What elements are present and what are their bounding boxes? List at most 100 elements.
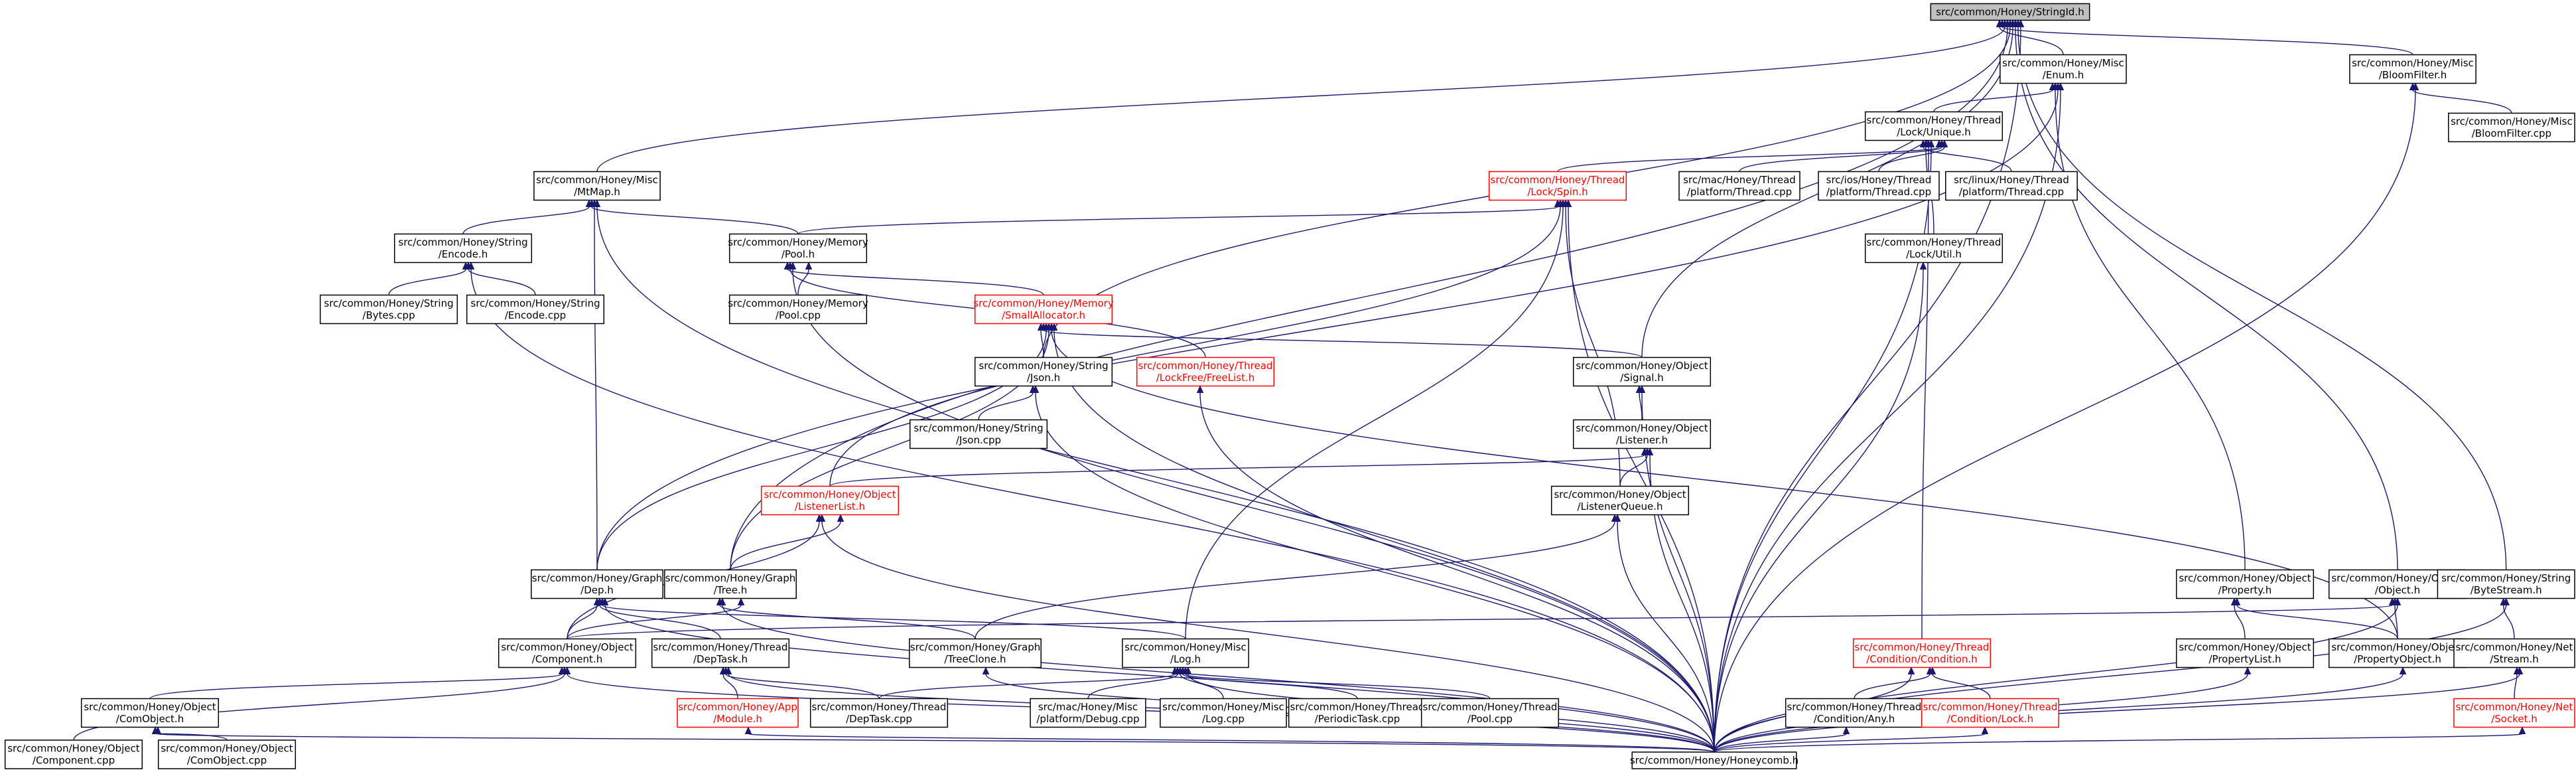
edge-line [1182,673,1358,699]
edge-honeycomb-to-stringid [1714,19,2025,753]
edge-arrowhead [1929,666,1936,674]
node-label-line: src/mac/Honey/Thread [1683,174,1796,186]
node-cond-lock[interactable]: src/common/Honey/Thread/Condition/Lock.h [1921,698,2060,728]
node-box [393,233,533,264]
edge-line [1040,330,1044,358]
node-net-stream[interactable]: src/common/Honey/Net/Stream.h [2453,638,2575,668]
node-pool-cpp[interactable]: src/common/Honey/Memory/Pool.cpp [728,294,868,325]
edge-arrowhead [2057,82,2065,90]
node-stringid[interactable]: src/common/Honey/StringId.h [1930,3,2090,21]
node-label-line: src/common/Honey/Graph [910,641,1040,653]
node-socket[interactable]: src/common/Honey/Net/Socket.h [2453,698,2575,728]
edge-line [1714,269,1924,753]
node-json-cpp[interactable]: src/common/Honey/String/Json.cpp [909,419,1048,449]
node-mac-debug[interactable]: src/mac/Honey/Misc/platform/Debug.cpp [1030,698,1146,728]
node-unique[interactable]: src/common/Honey/Thread/Lock/Unique.h [1864,111,2003,141]
edge-line [2394,605,2398,639]
node-periodictask[interactable]: src/common/Honey/Thread/PeriodicTask.cpp [1288,698,1427,728]
node-linux-thread[interactable]: src/linux/Honey/Thread/platform/Thread.c… [1945,171,2078,201]
node-propertyobject[interactable]: src/common/Honey/Object/PropertyObject.h [2328,638,2467,668]
edge-line [2503,605,2515,639]
node-bloomfilter-cpp[interactable]: src/common/Honey/Misc/BloomFilter.cpp [2448,112,2575,143]
node-listenerlist[interactable]: src/common/Honey/Object/ListenerList.h [760,485,900,516]
edge-honeycomb-to-signal [1638,385,1715,753]
node-log-h[interactable]: src/common/Honey/Misc/Log.h [1122,638,1249,668]
edge-line [388,269,466,295]
edge-arrowhead [982,666,990,674]
node-box [1930,3,2090,21]
node-cond-any[interactable]: src/common/Honey/Thread/Condition/Any.h [1785,698,1924,728]
edge-line [2015,27,2398,570]
node-label-line: src/common/Honey/Misc [2352,57,2474,69]
node-label-line: /Lock/Unique.h [1897,126,1971,138]
edge-line [462,206,590,234]
node-dep[interactable]: src/common/Honey/Graph/Dep.h [531,569,663,599]
node-label-line: src/common/Honey/String [324,297,453,309]
node-bloomfilter-h[interactable]: src/common/Honey/Misc/BloomFilter.h [2349,54,2476,84]
edge-arrowhead [1907,666,1915,674]
node-bytes-cpp[interactable]: src/common/Honey/String/Bytes.cpp [319,294,458,325]
edge-cond-any-to-condition [1854,666,1934,699]
edge-line [787,268,1044,296]
node-listener[interactable]: src/common/Honey/Object/Listener.h [1572,419,1712,449]
edge-arrowhead [818,514,826,522]
node-enum[interactable]: src/common/Honey/Misc/Enum.h [2000,54,2127,84]
edge-arrowhead [2411,82,2419,90]
node-mtmap[interactable]: src/common/Honey/Misc/MtMap.h [533,171,661,201]
node-tree[interactable]: src/common/Honey/Graph/Tree.h [664,569,797,599]
node-condition[interactable]: src/common/Honey/Thread/Condition/Condit… [1852,638,1992,668]
node-box [1420,698,1560,728]
node-smallalloc[interactable]: src/common/Honey/Memory/SmallAllocator.h [973,294,1114,325]
edge-line [594,206,598,570]
node-ios-thread[interactable]: src/ios/Honey/Thread/platform/Thread.cpp [1818,171,1940,201]
edge-honeycomb-to-listenerlist [818,514,1715,753]
edge-cond-lock-to-condition [1929,666,1991,699]
edge-honeycomb-to-comobject-h [154,726,1715,753]
node-thread-pool-cpp[interactable]: src/common/Honey/Thread/Pool.cpp [1420,698,1560,728]
node-json-h[interactable]: src/common/Honey/String/Json.h [974,356,1113,387]
node-comobject-h[interactable]: src/common/Honey/Object/ComObject.h [80,698,220,728]
node-pool-h[interactable]: src/common/Honey/Memory/Pool.h [728,233,868,264]
edge-bloomfilter-cpp-to-bloomfilter-h [2409,82,2512,114]
node-box [498,638,637,668]
node-box [1921,698,2060,728]
node-encode-cpp[interactable]: src/common/Honey/String/Encode.cpp [466,294,605,325]
node-encode-h[interactable]: src/common/Honey/String/Encode.h [393,233,533,264]
node-label-line: /DepTask.h [693,653,748,665]
node-log-cpp[interactable]: src/common/Honey/Misc/Log.cpp [1160,698,1287,728]
node-lock-util[interactable]: src/common/Honey/Thread/Lock/Util.h [1864,233,2003,264]
node-signal[interactable]: src/common/Honey/Object/Signal.h [1572,356,1712,387]
node-property-h[interactable]: src/common/Honey/Object/Property.h [2175,569,2315,599]
node-module[interactable]: src/common/Honey/App/Module.h [677,698,799,728]
edges-layer [73,19,2526,753]
edge-arrowhead [2518,726,2526,734]
node-propertylist[interactable]: src/common/Honey/Object/PropertyList.h [2175,638,2315,668]
edge-deptask-cpp-to-log-h [878,666,1179,700]
edge-line [2055,90,2246,570]
node-component-h[interactable]: src/common/Honey/Object/Component.h [498,638,637,668]
node-freelist[interactable]: src/common/Honey/Thread/LockFree/FreeLis… [1136,356,1275,387]
node-label-line: src/linux/Honey/Thread [1954,174,2069,186]
node-label-line: src/common/Honey/Net [2456,701,2573,713]
node-bytestream[interactable]: src/common/Honey/String/ByteStream.h [2437,569,2575,599]
node-component-cpp[interactable]: src/common/Honey/Object/Component.cpp [4,739,143,769]
node-label-line: /Signal.h [1620,372,1663,384]
node-listenerqueue[interactable]: src/common/Honey/Object/ListenerQueue.h [1550,485,1690,516]
node-honeycomb[interactable]: src/common/Honey/Honeycomb.h [1630,751,1798,769]
edge-line [1087,674,1178,699]
node-label-line: src/common/Honey/Thread [1855,641,1990,653]
node-deptask-cpp[interactable]: src/common/Honey/Thread/DepTask.cpp [809,698,949,728]
edge-arrowhead [154,726,162,734]
node-mac-thread[interactable]: src/mac/Honey/Thread/platform/Thread.cpp [1678,171,1800,201]
node-deptask-h[interactable]: src/common/Honey/Thread/DepTask.h [651,638,790,668]
edge-pool-cpp-to-pool-h [797,262,813,295]
node-label-line: /BloomFilter.cpp [2472,127,2551,139]
node-treeclone[interactable]: src/common/Honey/Graph/TreeClone.h [909,638,1042,668]
node-label-line: src/common/Honey/Thread [1290,701,1425,713]
node-box [809,698,949,728]
edge-honeycomb-to-bloomfilter-h [1714,82,2419,753]
edge-line [1043,329,1643,358]
node-label-line: /Component.h [532,653,602,665]
node-spin[interactable]: src/common/Honey/Thread/Lock/Spin.h [1488,171,1627,201]
node-comobject-cpp[interactable]: src/common/Honey/Object/ComObject.cpp [157,739,297,769]
